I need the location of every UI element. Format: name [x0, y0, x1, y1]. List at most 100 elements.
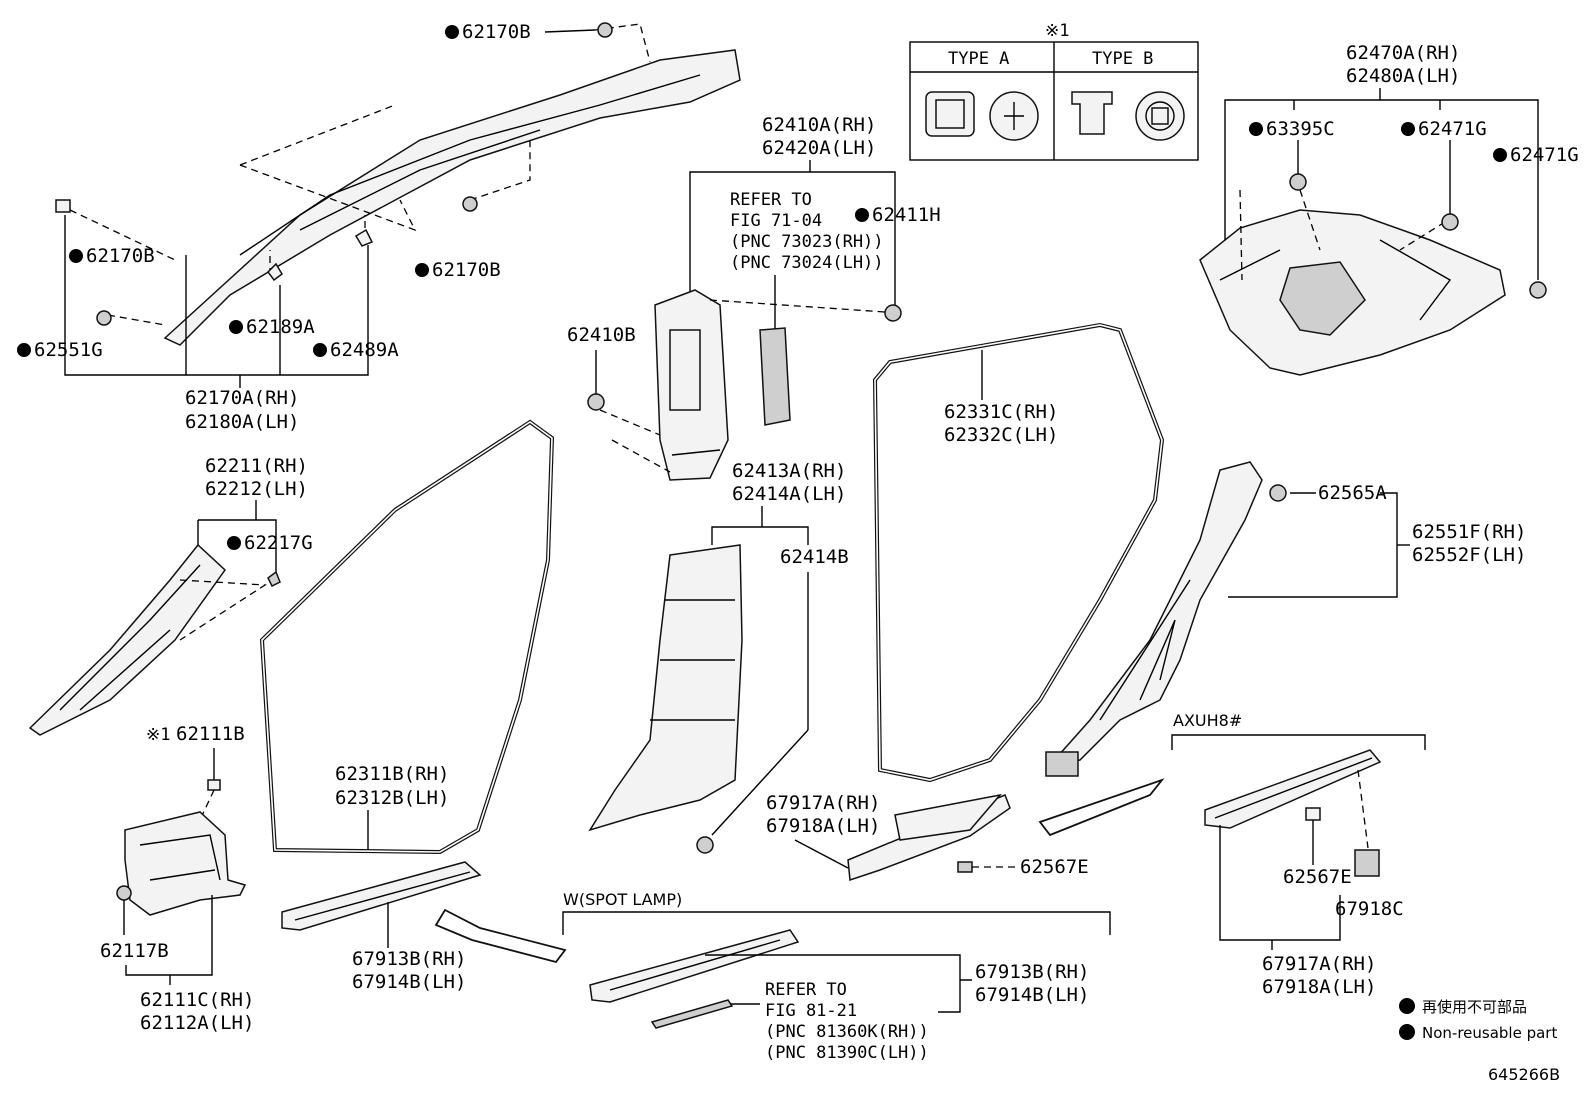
type-b-header: TYPE B [1092, 49, 1153, 69]
label-62111b: 62111B [176, 723, 245, 745]
clip-62117b-icon [116, 885, 132, 901]
clip-62170b-top-icon [597, 22, 613, 38]
clip-62410b-icon [587, 393, 605, 411]
clip-62414b-icon [696, 836, 714, 854]
spot-lamp-part [650, 999, 734, 1029]
non-reusable-marker [313, 343, 327, 357]
label-67913b-rh-right: 67913B(RH) [975, 961, 1089, 983]
quarter-trim-panel-part [1199, 189, 1506, 376]
spot-lamp-variant-title: W(SPOT LAMP) [563, 890, 682, 909]
front-door-weatherstrip-part [259, 419, 555, 855]
non-reusable-marker [1401, 122, 1415, 136]
label-62180a-lh: 62180A(LH) [185, 411, 299, 433]
label-67917a-rh-mid: 67917A(RH) [766, 792, 880, 814]
seat-belt-guide-part [759, 327, 791, 426]
label-62410a-rh: 62410A(RH) [762, 114, 876, 136]
label-62111c-rh: 62111C(RH) [140, 989, 254, 1011]
front-scuff-plate-part [281, 861, 482, 931]
refer-note-81-21-line4: (PNC 81390C(LH)) [765, 1043, 929, 1063]
refer-note-81-21-line3: (PNC 81360K(RH)) [765, 1022, 929, 1042]
label-67918c: 67918C [1335, 898, 1404, 920]
clip-67918c-icon [1354, 849, 1380, 877]
label-62170a-rh: 62170A(RH) [185, 387, 299, 409]
clip-62471g-a-icon [1441, 213, 1459, 231]
label-67918a-lh-axuh8: 67918A(LH) [1262, 976, 1376, 998]
label-62567e-axuh8: 62567E [1283, 866, 1352, 888]
non-reusable-marker [415, 263, 429, 277]
non-reusable-marker [1249, 122, 1263, 136]
refer-note-71-04-line3: (PNC 73023(RH)) [730, 232, 884, 252]
non-reusable-marker [227, 536, 241, 550]
label-62410b: 62410B [567, 324, 636, 346]
label-62551f-rh: 62551F(RH) [1412, 521, 1526, 543]
legend-label-english: Non-reusable part [1422, 1024, 1557, 1042]
install-direction-arrow [434, 908, 567, 964]
label-62170b-top: 62170B [462, 21, 531, 43]
install-direction-arrow [1038, 778, 1165, 837]
label-67918a-lh-mid: 67918A(LH) [766, 815, 880, 837]
label-67917a-rh-axuh8: 67917A(RH) [1262, 953, 1376, 975]
label-62170b-left: 62170B [86, 245, 155, 267]
label-62565a: 62565A [1318, 482, 1387, 504]
non-reusable-marker [1493, 148, 1507, 162]
refer-note-71-04-line4: (PNC 73024(LH)) [730, 253, 884, 273]
label-63395c: 63395C [1266, 118, 1335, 140]
legend-non-reusable-dot-icon [1399, 1024, 1415, 1040]
rear-door-weatherstrip-part [872, 322, 1165, 783]
center-pillar-lower-garnish-part [588, 544, 743, 832]
cowl-side-trim-part [124, 811, 247, 916]
label-67914b-lh-left: 67914B(LH) [352, 971, 466, 993]
label-62420a-lh: 62420A(LH) [762, 137, 876, 159]
label-62414b: 62414B [780, 546, 849, 568]
label-62312b-lh: 62312B(LH) [335, 787, 449, 809]
clip-62565a-icon [1269, 484, 1287, 502]
type-b-clip-icon [1071, 91, 1185, 141]
non-reusable-marker [17, 343, 31, 357]
figure-id: 645266B [1488, 1065, 1560, 1084]
type-a-clip-icon [925, 91, 1039, 141]
label-62480a-lh: 62480A(LH) [1346, 65, 1460, 87]
label-62413a-rh: 62413A(RH) [732, 460, 846, 482]
label-62411h: 62411H [872, 204, 941, 226]
axuh8-variant-title: AXUH8# [1173, 711, 1242, 730]
clip-type-table: ※1 TYPE A TYPE B [909, 21, 1199, 161]
type-table-note-mark: ※1 [1045, 21, 1069, 41]
clip-62217g-icon [267, 570, 281, 588]
label-62332c-lh: 62332C(LH) [944, 424, 1058, 446]
non-reusable-marker [445, 25, 459, 39]
legend-label-japanese: 再使用不可部品 [1422, 998, 1527, 1016]
clip-62489a-icon [354, 228, 374, 247]
type-a-header: TYPE A [948, 49, 1009, 69]
clip-62471g-b-icon [1529, 281, 1547, 299]
front-pillar-garnish-part [28, 543, 281, 736]
clip-62551g-icon [55, 199, 71, 213]
label-62471g-b: 62471G [1510, 144, 1579, 166]
legend-non-reusable-dot-icon [1399, 998, 1415, 1014]
clip-62567e-icon [957, 861, 973, 873]
refer-note-81-21-line2: FIG 81-21 [765, 1001, 857, 1021]
refer-note-71-04-line1: REFER TO [730, 190, 812, 210]
refer-note-81-21-line1: REFER TO [765, 980, 847, 1000]
label-62112a-lh: 62112A(LH) [140, 1012, 254, 1034]
rear-pillar-lower-trim-part [1045, 461, 1263, 777]
label-62331c-rh: 62331C(RH) [944, 401, 1058, 423]
roof-side-garnish-assembly [55, 22, 741, 346]
label-62311b-rh: 62311B(RH) [335, 763, 449, 785]
clip-63395c-icon [1289, 173, 1307, 191]
roof-side-garnish-part [163, 49, 741, 346]
label-67914b-lh-right: 67914B(LH) [975, 984, 1089, 1006]
clip-62170b-mid-icon [462, 196, 478, 212]
label-62489a: 62489A [330, 339, 399, 361]
label-62117b: 62117B [100, 940, 169, 962]
non-reusable-marker [855, 208, 869, 222]
label-62567e-mid: 62567E [1020, 856, 1089, 878]
clip-62567e-axuh8-icon [1305, 807, 1321, 821]
spot-lamp-scuff-plate-part [589, 929, 800, 1003]
label-62414a-lh: 62414A(LH) [732, 483, 846, 505]
label-62470a-rh: 62470A(RH) [1346, 42, 1460, 64]
non-reusable-marker [69, 249, 83, 263]
label-62170b-mid: 62170B [432, 259, 501, 281]
label-62212-lh: 62212(LH) [205, 478, 308, 500]
axuh8-rear-scuff-plate-part [1204, 749, 1382, 829]
clip-62170b-left-icon [96, 310, 112, 326]
